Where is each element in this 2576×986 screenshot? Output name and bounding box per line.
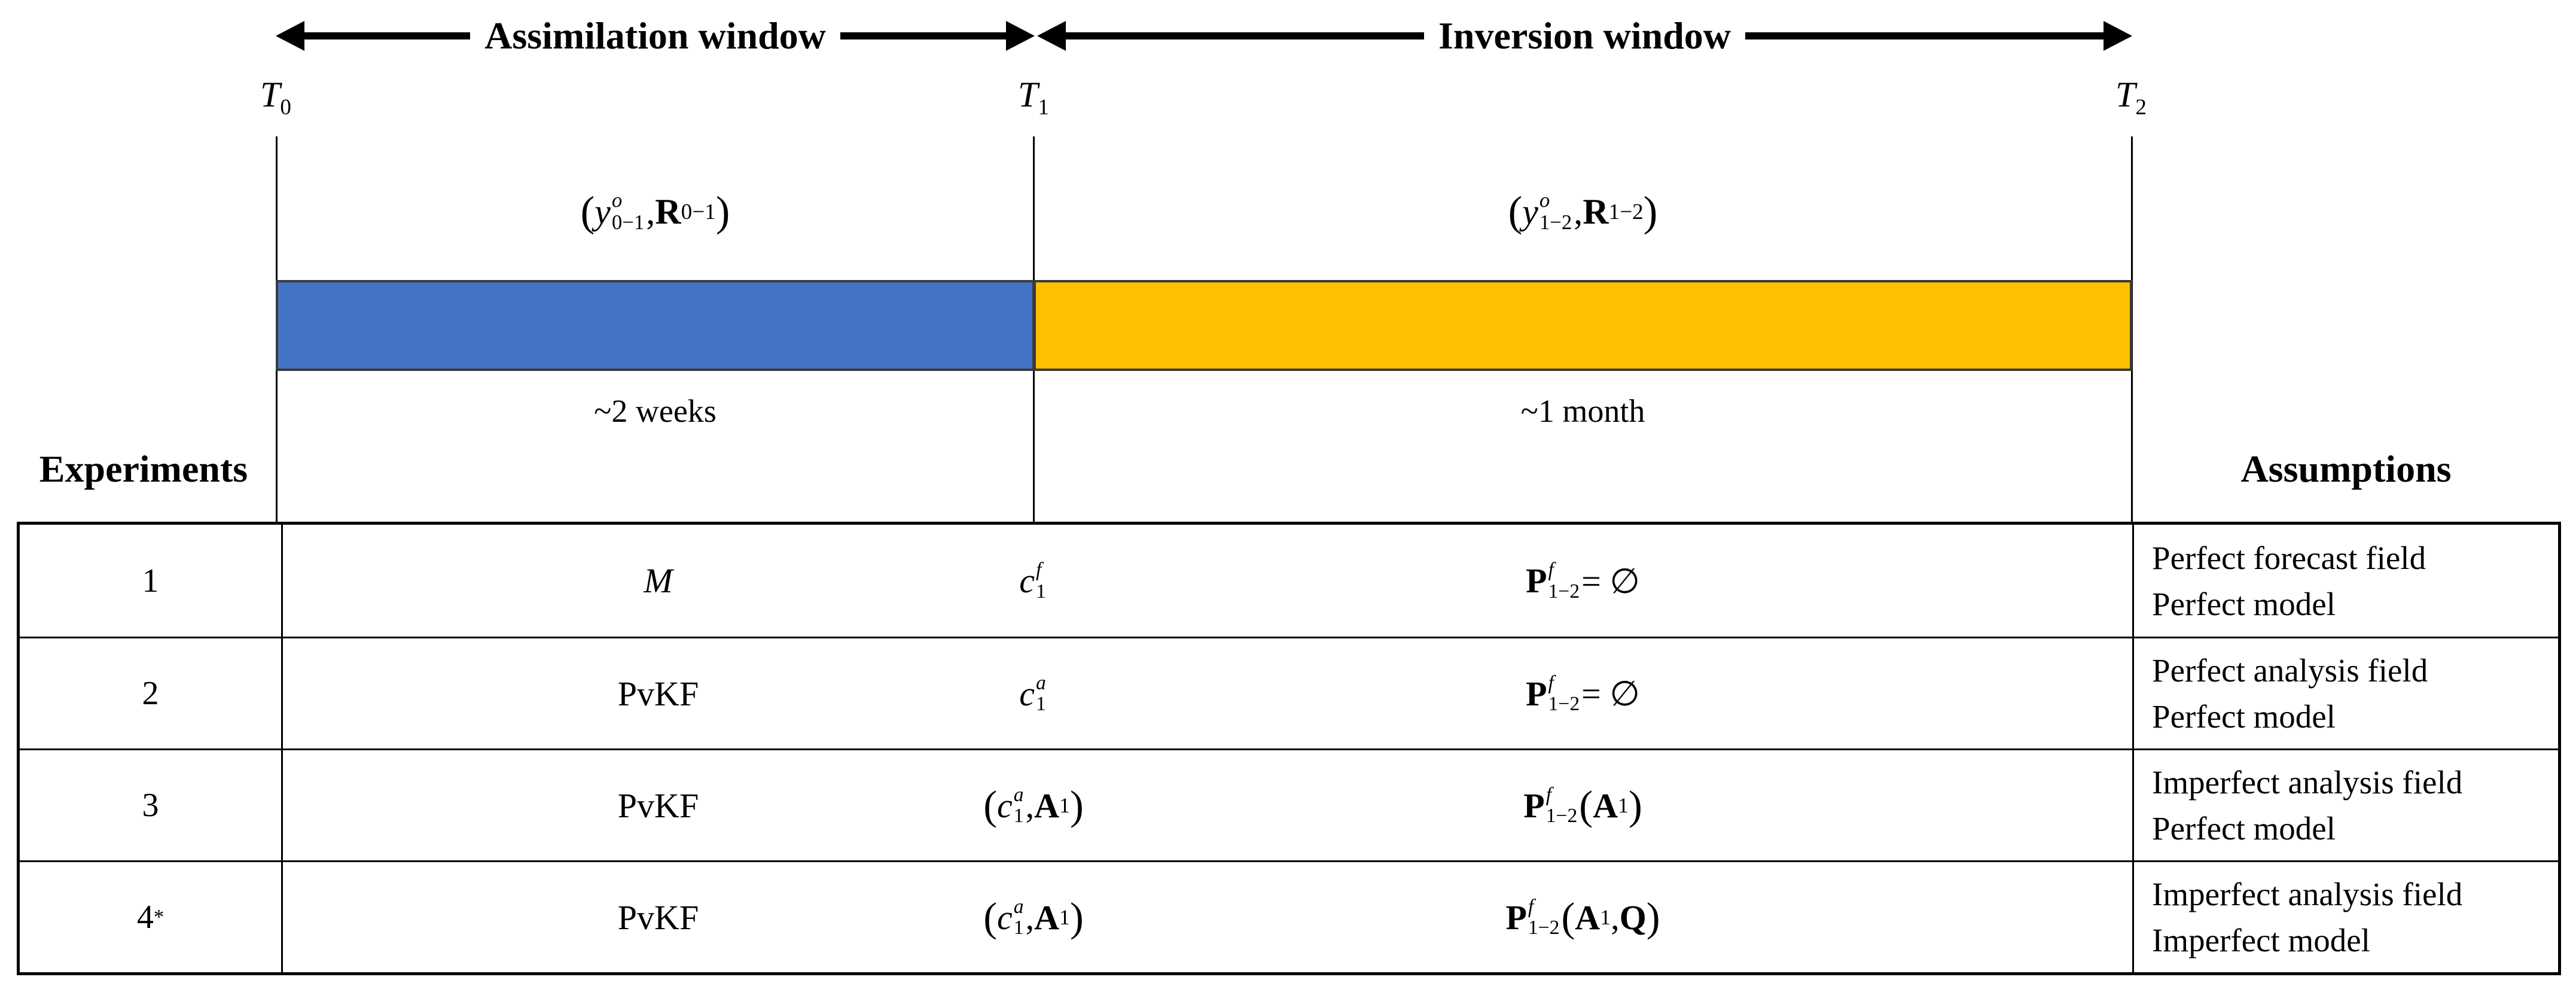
assimilation-method-value: PvKF — [617, 786, 699, 825]
experiments-header: Experiments — [39, 448, 248, 490]
assumption-line: Perfect model — [2152, 585, 2336, 622]
assimilation-window-label: Assimilation window — [484, 14, 826, 57]
right-arrowhead-icon — [2104, 21, 2132, 51]
assumption-line: Perfect forecast field — [2152, 539, 2426, 576]
assumption-line: Perfect model — [2152, 810, 2336, 847]
experiment-number-cell: 4* — [20, 860, 281, 972]
experiment-number-cell: 1 — [142, 562, 159, 599]
assumptions-cell: Imperfect analysis field Imperfect model — [2132, 860, 2558, 972]
left-arrowhead-icon — [276, 21, 304, 51]
t0-label: T0 — [260, 75, 291, 120]
arrow-shaft — [1745, 32, 2104, 39]
inversion-window-label: Inversion window — [1438, 14, 1731, 57]
assimilation-window-header: Assimilation window — [276, 14, 1035, 57]
assumption-line: Imperfect analysis field — [2152, 876, 2463, 912]
assimilation-duration-label: ~2 weeks — [594, 393, 717, 429]
inversion-window-header: Inversion window — [1037, 14, 2132, 57]
left-arrowhead-icon — [1037, 21, 1066, 51]
arrow-shaft — [1066, 32, 1424, 39]
inversion-bar — [1034, 280, 2132, 371]
t2-label: T2 — [2115, 75, 2147, 120]
experiment-number-cell: 2 — [20, 637, 281, 748]
experiment-number-cell: 3 — [20, 748, 281, 860]
assumptions-cell: Perfect analysis field Perfect model — [2132, 637, 2558, 748]
arrow-shaft — [304, 32, 471, 39]
t1-label: T1 — [1018, 75, 1049, 120]
assumption-line: Imperfect model — [2152, 922, 2370, 958]
assumption-line: Perfect analysis field — [2152, 652, 2428, 689]
assumptions-cell: Perfect forecast field Perfect model — [2132, 525, 2558, 637]
arrow-shaft — [840, 32, 1006, 39]
assimilation-bar — [276, 280, 1035, 371]
assimilation-method-value: PvKF — [617, 897, 699, 937]
assimilation-method-value: PvKF — [617, 674, 699, 713]
assumptions-cell: Imperfect analysis field Perfect model — [2132, 748, 2558, 860]
right-arrowhead-icon — [1006, 21, 1035, 51]
assumption-line: Imperfect analysis field — [2152, 764, 2463, 801]
assumptions-header: Assumptions — [2240, 448, 2452, 490]
assimilation-method-value: M — [644, 561, 673, 600]
assumption-line: Perfect model — [2152, 698, 2336, 735]
inversion-duration-label: ~1 month — [1520, 393, 1645, 429]
